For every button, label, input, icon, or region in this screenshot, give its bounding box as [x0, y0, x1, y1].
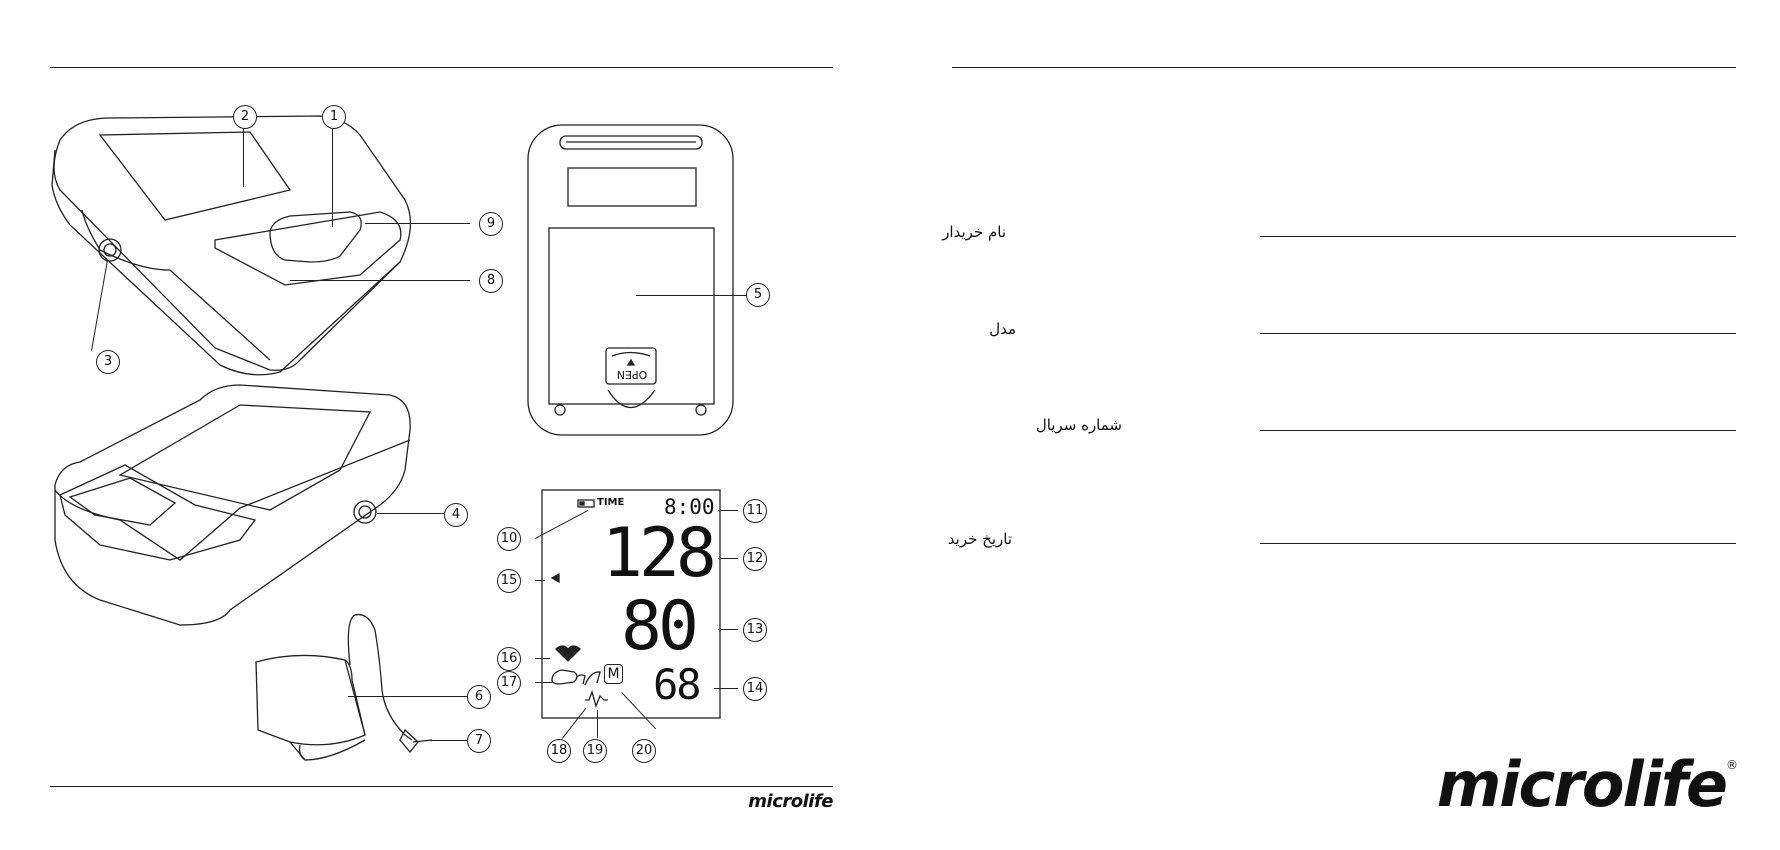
callout-9: 9	[479, 212, 503, 236]
leader-4	[377, 513, 444, 514]
callout-4: 4	[444, 503, 468, 527]
brand-logo: microlife®	[1437, 748, 1736, 821]
callout-6: 6	[467, 685, 491, 709]
leader-7	[430, 740, 468, 741]
buyer-name-line	[1260, 236, 1736, 237]
leader-13	[718, 629, 738, 630]
purchase-date-line	[1260, 543, 1736, 544]
leader-14	[714, 688, 738, 689]
serial-number-line	[1260, 430, 1736, 431]
callout-13: 13	[743, 618, 767, 642]
device-front-view	[52, 116, 410, 375]
callout-19: 19	[583, 739, 607, 763]
callout-15: 15	[497, 569, 521, 593]
leader-17	[535, 682, 552, 683]
leader-15	[535, 580, 545, 581]
right-top-rule	[952, 67, 1736, 68]
serial-number-label: شماره سریال	[1036, 416, 1122, 434]
lcd-systolic-value: 128	[602, 515, 713, 593]
buyer-name-label: نام خریدار	[942, 223, 1006, 241]
callout-11: 11	[743, 499, 767, 523]
callout-20: 20	[632, 739, 656, 763]
callout-8: 8	[479, 269, 503, 293]
lcd-memory-badge: M	[604, 664, 623, 684]
leader-16	[535, 658, 550, 659]
callout-5: 5	[746, 283, 770, 307]
callout-12: 12	[743, 547, 767, 571]
lcd-pulse-value: 68	[653, 661, 700, 709]
lcd-diastolic-value: 80	[621, 588, 695, 666]
left-page: 1 2 3 4 5 6 7 8 9 10 11 12 13 14 15 16 1…	[0, 0, 890, 850]
callout-1: 1	[322, 105, 346, 129]
device-illustrations	[0, 0, 890, 850]
right-page: نام خریدار مدل شماره سریال تاریخ خرید mi…	[890, 0, 1780, 850]
callout-7: 7	[467, 729, 491, 753]
callout-3: 3	[96, 350, 120, 374]
leader-2	[243, 127, 244, 187]
purchase-date-label: تاریخ خرید	[948, 530, 1012, 548]
callout-14: 14	[743, 677, 767, 701]
cuff-illustration	[256, 615, 432, 760]
callout-18: 18	[547, 739, 571, 763]
leader-12	[718, 558, 738, 559]
open-latch-label: OPEN	[607, 368, 657, 381]
leader-11	[718, 510, 738, 511]
device-back-view	[528, 125, 733, 435]
device-rear-view	[55, 385, 410, 625]
registered-mark: ®	[1726, 758, 1736, 772]
leader-19	[597, 710, 598, 738]
leader-1	[332, 127, 333, 227]
model-line	[1260, 333, 1736, 334]
callout-10: 10	[497, 527, 521, 551]
leader-5	[636, 295, 746, 296]
model-label: مدل	[989, 320, 1016, 338]
leader-8	[290, 280, 470, 281]
callout-2: 2	[233, 105, 257, 129]
footer-brand-logo: microlife	[748, 791, 833, 812]
callout-16: 16	[497, 647, 521, 671]
leader-6	[348, 696, 468, 697]
leader-9	[365, 223, 470, 224]
callout-17: 17	[497, 671, 521, 695]
brand-logo-text: microlife	[1437, 748, 1726, 821]
lcd-time-label: TIME	[597, 497, 624, 508]
